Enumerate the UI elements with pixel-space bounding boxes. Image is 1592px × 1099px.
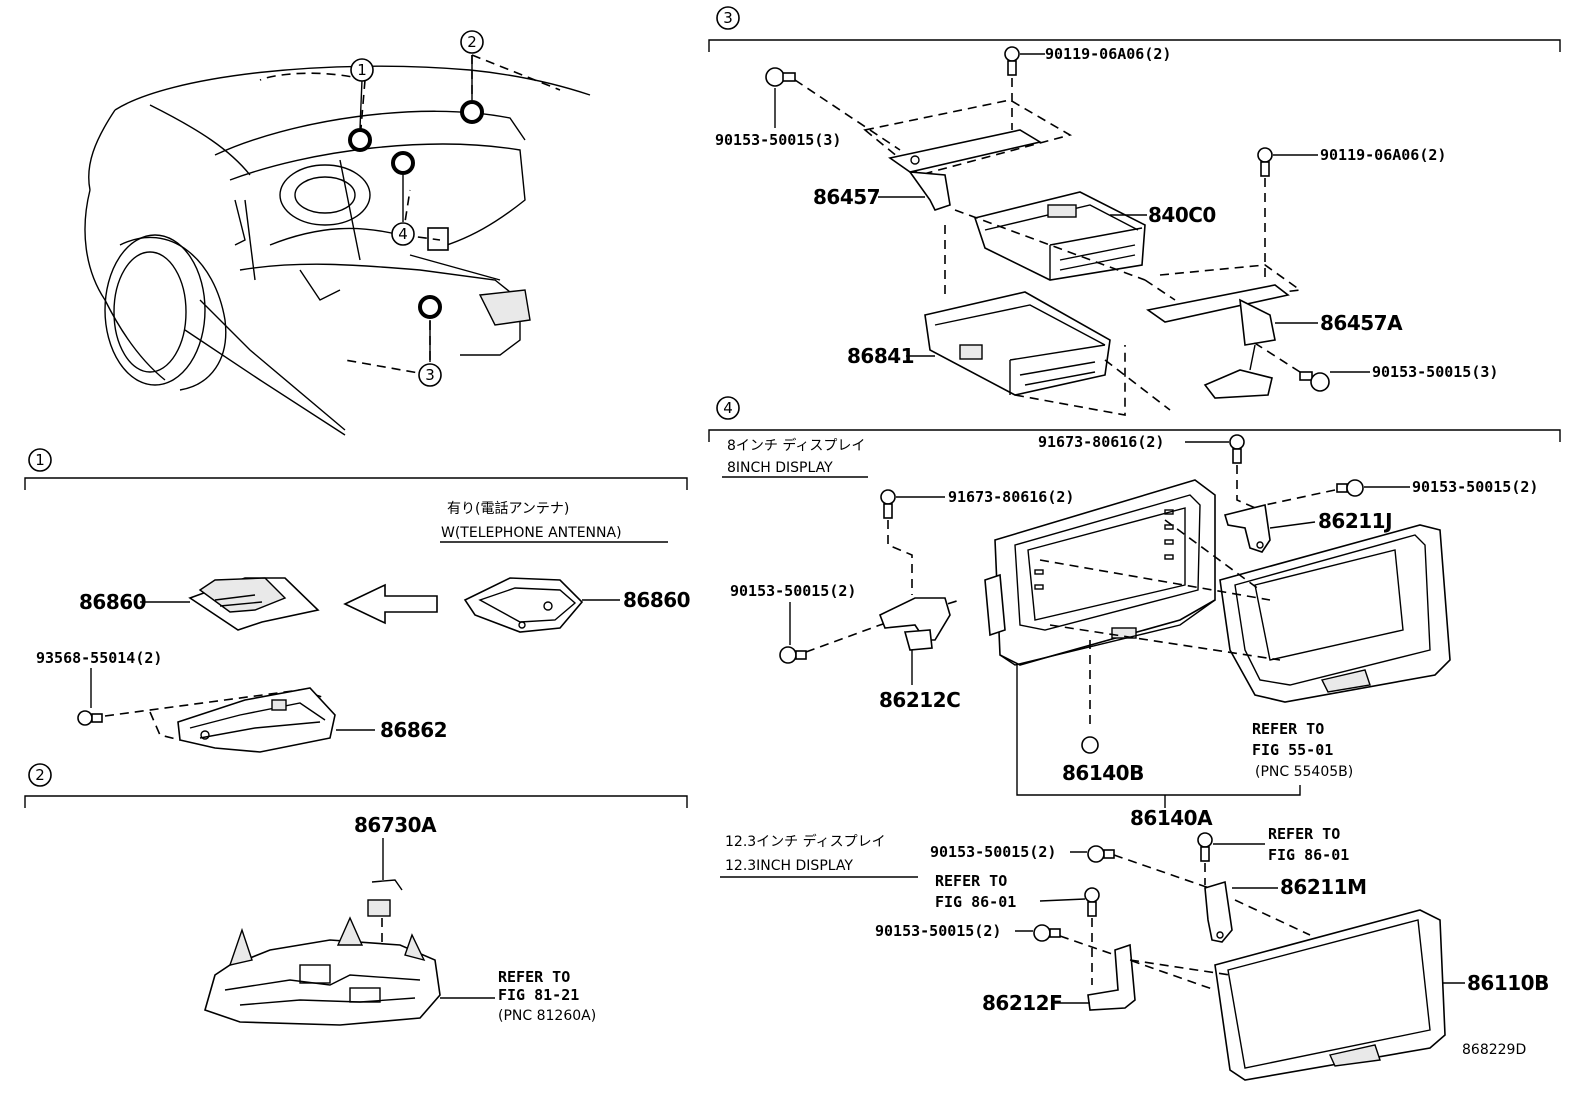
- callout-3-label: 3: [425, 366, 435, 384]
- label-86862: 86862: [380, 718, 447, 742]
- display-8-jp: 8インチ ディスプレイ: [727, 437, 865, 454]
- label-86212C: 86212C: [879, 688, 960, 712]
- display-8inch-body: [984, 479, 1216, 666]
- callout-3: [418, 363, 442, 387]
- section-3: 3 90119-06A06(2) 90153-50015(3) 86457: [708, 6, 1561, 416]
- bracket-86457: [888, 129, 1043, 211]
- label-86140B: 86140B: [1062, 761, 1144, 785]
- callout-4: [391, 222, 415, 246]
- callout-1-label: 1: [357, 61, 367, 79]
- label-90119-b: 90119-06A06(2): [1320, 146, 1446, 164]
- bracket-86212C: [878, 597, 951, 651]
- diagram-code: 868229D: [1462, 1042, 1526, 1058]
- bracket-86212F: [1087, 943, 1136, 1011]
- callout-1: [350, 58, 374, 82]
- label-86110B: 86110B: [1467, 971, 1549, 995]
- refer-81-21-line1: REFER TO: [498, 968, 570, 986]
- bracket-86211J: [1223, 504, 1271, 553]
- section-1: 1 有り(電話アンテナ) W(TELEPHONE ANTENNA) 86860 …: [24, 448, 691, 753]
- refer-86-01-c-line2: FIG 86-01: [1268, 846, 1349, 864]
- refer-55-01-line2: FIG 55-01: [1252, 741, 1333, 759]
- display-12-en: 12.3INCH DISPLAY: [725, 858, 853, 874]
- bracket-86211M: [1204, 880, 1233, 943]
- label-91673-b: 91673-80616(2): [948, 488, 1074, 506]
- bolt-90153-l: [779, 646, 807, 664]
- section-2: 2 86730A REFER TO FIG 81-21 (PNC 81260A): [24, 763, 688, 1026]
- condition-en: W(TELEPHONE ANTENNA): [441, 525, 622, 541]
- bolt-90153-d: [1033, 924, 1061, 942]
- refer-86-01-c-line1: REFER TO: [1268, 825, 1340, 843]
- display-12-jp: 12.3インチ ディスプレイ: [725, 833, 886, 850]
- section-4: 4 8インチ ディスプレイ 8INCH DISPLAY 91673-80616(…: [708, 396, 1561, 1081]
- bolt-90153-b: [1299, 371, 1330, 392]
- bracket-86457A: [1146, 284, 1290, 399]
- display-8inch-bezel: [1219, 524, 1451, 703]
- clip-86140B: [1081, 736, 1099, 754]
- bolt-86-01-b: [1084, 887, 1100, 917]
- connector-86730A: [367, 879, 403, 917]
- label-91673-a: 91673-80616(2): [1038, 433, 1164, 451]
- bolt-icon: [77, 710, 103, 726]
- callout-2: [460, 30, 484, 54]
- label-93568: 93568-55014(2): [36, 649, 162, 667]
- bolt-90119-a: [1004, 46, 1020, 76]
- bracket-86862: [177, 687, 336, 753]
- label-86211M: 86211M: [1280, 875, 1366, 899]
- label-86140A: 86140A: [1130, 806, 1213, 830]
- overhead-console: [204, 916, 441, 1026]
- label-90153-r: 90153-50015(2): [1412, 478, 1538, 496]
- refer-86-01-b-line2: FIG 86-01: [935, 893, 1016, 911]
- display-8-en: 8INCH DISPLAY: [727, 460, 833, 476]
- bolt-91673-b: [880, 489, 896, 519]
- label-86211J: 86211J: [1318, 509, 1392, 533]
- callout-2-label: 2: [467, 33, 477, 51]
- label-840C0: 840C0: [1148, 203, 1216, 227]
- unit-840C0: [973, 191, 1146, 281]
- condition-jp: 有り(電話アンテナ): [447, 500, 569, 517]
- label-86860-right: 86860: [623, 588, 690, 612]
- bolt-91673-a: [1229, 434, 1245, 464]
- bolt-90153-a: [765, 67, 796, 87]
- arrow-icon: [343, 583, 438, 625]
- refer-86-01-b-line1: REFER TO: [935, 872, 1007, 890]
- bolt-90119-b: [1257, 147, 1273, 177]
- display-12inch: [1214, 909, 1446, 1081]
- unit-86841: [924, 291, 1111, 396]
- label-90153-c: 90153-50015(2): [930, 843, 1056, 861]
- label-86841: 86841: [847, 344, 914, 368]
- module-86860-left: [188, 577, 320, 631]
- section-4-label: 4: [723, 399, 733, 417]
- section-1-label: 1: [35, 451, 45, 469]
- refer-81-21-line3: (PNC 81260A): [498, 1008, 596, 1024]
- bolt-90153-r: [1336, 479, 1364, 497]
- callout-4-label: 4: [398, 225, 408, 243]
- refer-55-01-line1: REFER TO: [1252, 720, 1324, 738]
- label-86457: 86457: [813, 185, 880, 209]
- refer-55-01-line3: (PNC 55405B): [1255, 764, 1353, 780]
- label-90153-b: 90153-50015(3): [1372, 363, 1498, 381]
- module-86860-right: [463, 577, 584, 633]
- display-8inch-buttons: [1034, 509, 1174, 590]
- label-86730A: 86730A: [354, 813, 437, 837]
- overview-illustration: 1 2 4 3: [84, 30, 591, 436]
- section-2-label: 2: [35, 766, 45, 784]
- refer-81-21-line2: FIG 81-21: [498, 986, 579, 1004]
- label-86457A: 86457A: [1320, 311, 1403, 335]
- label-90119-a: 90119-06A06(2): [1045, 45, 1171, 63]
- bolt-90153-c: [1087, 845, 1115, 863]
- label-90153-d: 90153-50015(2): [875, 922, 1001, 940]
- bolt-86-01-c: [1197, 832, 1213, 862]
- label-90153-l: 90153-50015(2): [730, 582, 856, 600]
- label-90153-a: 90153-50015(3): [715, 131, 841, 149]
- section-3-label: 3: [723, 9, 733, 27]
- label-86860-left: 86860: [79, 590, 146, 614]
- label-86212F: 86212F: [982, 991, 1062, 1015]
